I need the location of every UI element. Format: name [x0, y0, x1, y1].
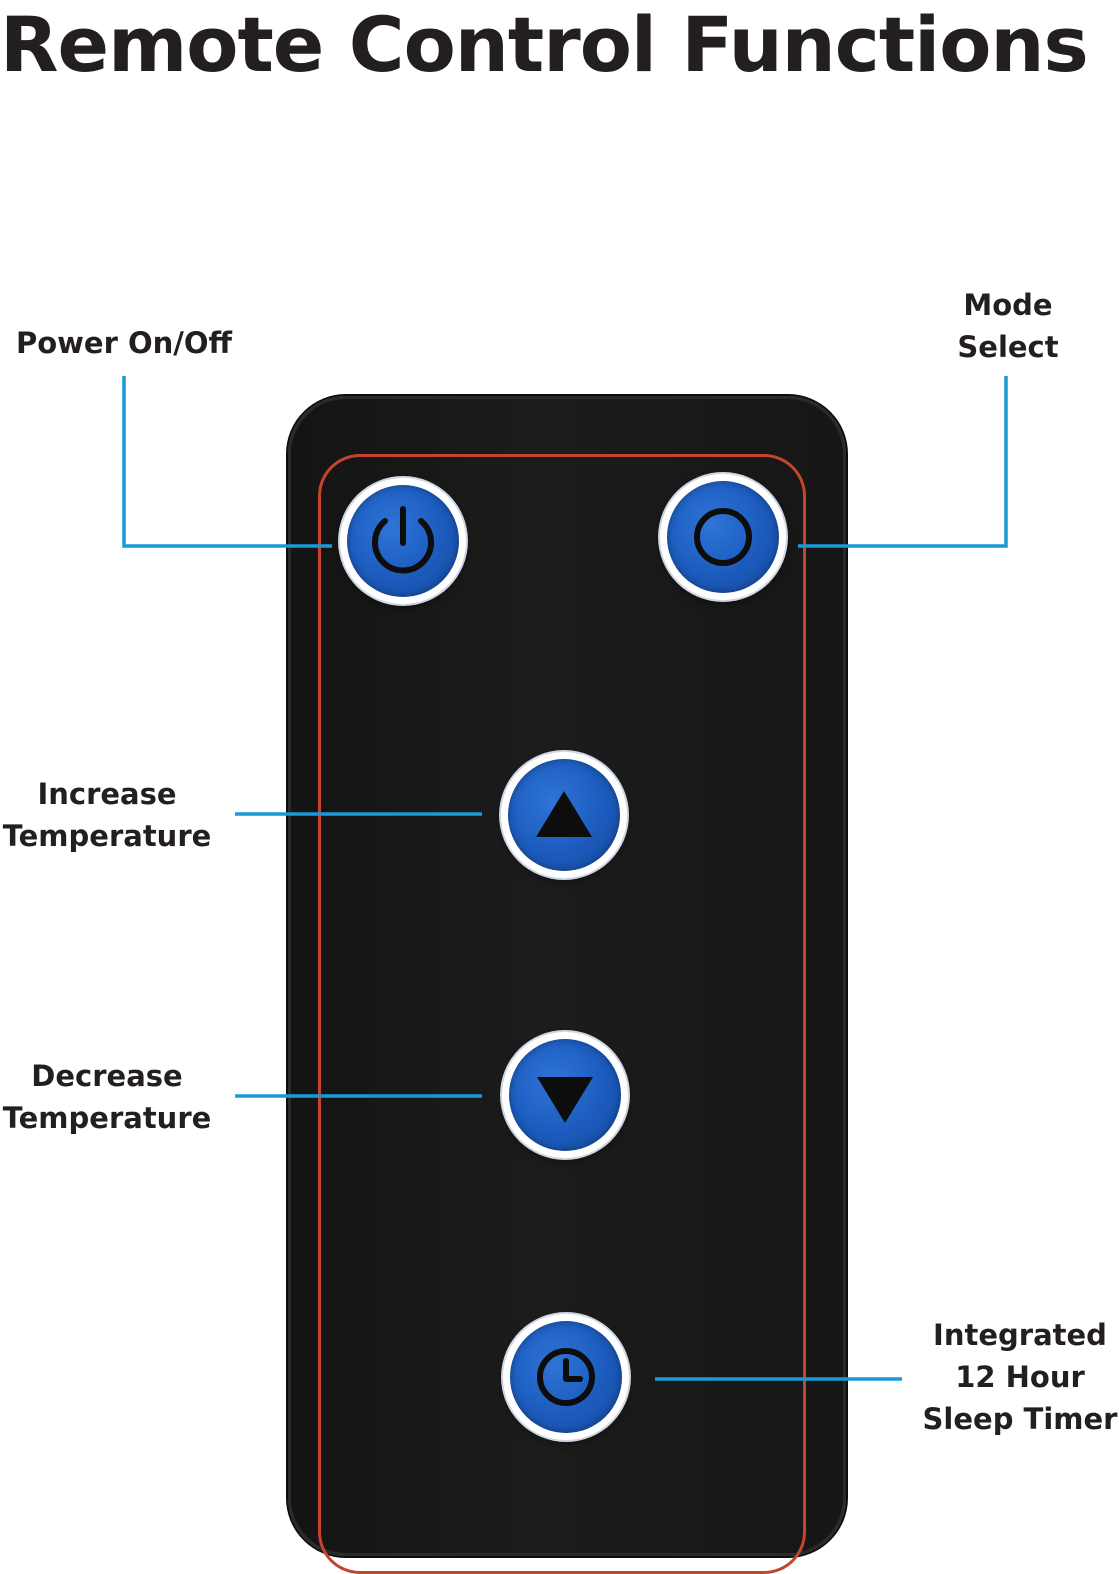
label-sleep-timer: Integrated 12 Hour Sleep Timer — [922, 1318, 1118, 1436]
decrease-temperature-button[interactable] — [502, 1032, 628, 1158]
mode-button[interactable] — [660, 474, 786, 600]
power-icon — [372, 506, 434, 574]
sleep-timer-button[interactable] — [503, 1314, 629, 1440]
power-button[interactable] — [340, 478, 466, 604]
label-mode-select: Mode Select — [957, 288, 1059, 364]
triangle-up-icon — [536, 791, 592, 837]
increase-temperature-button[interactable] — [501, 752, 627, 878]
label-decrease-temperature: Decrease Temperature — [2, 1059, 212, 1135]
label-power-on-off: Power On/Off — [15, 326, 233, 360]
clock-icon — [537, 1348, 595, 1406]
page-title: Remote Control Functions — [0, 0, 1089, 89]
circle-icon — [694, 508, 752, 566]
label-increase-temperature: Increase Temperature — [2, 777, 212, 853]
remote-control — [288, 396, 846, 1574]
triangle-down-icon — [537, 1077, 593, 1123]
